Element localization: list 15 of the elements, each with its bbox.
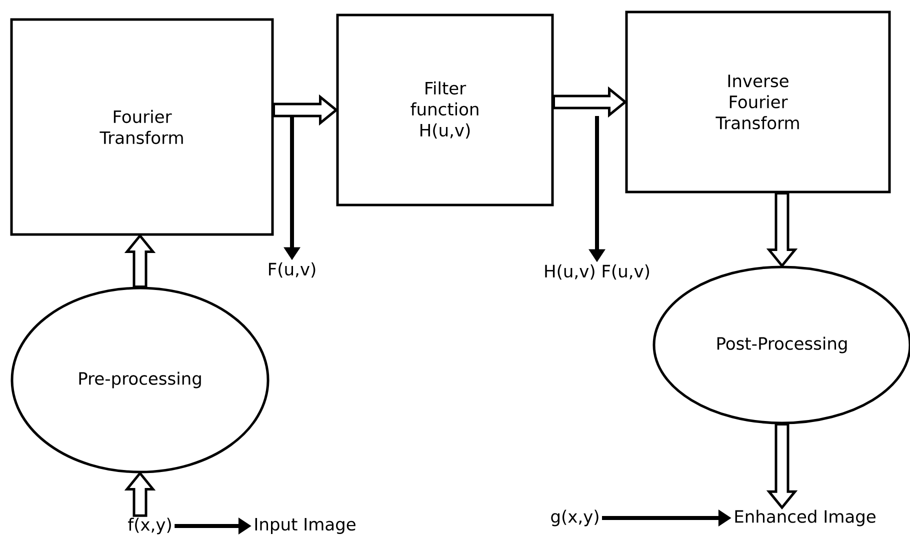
block-arrow	[124, 234, 156, 288]
process-box: Filter function H(u,v)	[336, 14, 554, 206]
text-label: Enhanced Image	[735, 510, 876, 526]
text-label: f(x,y)	[128, 518, 171, 534]
block-arrow	[766, 192, 798, 268]
block-arrow	[272, 94, 338, 126]
text-label: F(u,v)	[269, 262, 316, 278]
process-box: Fourier Transform	[10, 18, 274, 236]
block-arrow	[766, 423, 798, 510]
block-arrow	[124, 471, 156, 517]
text-label: H(u,v) F(u,v)	[545, 264, 650, 280]
block-arrow	[552, 86, 628, 118]
text-label: Input Image	[255, 518, 356, 534]
text-label: g(x,y)	[551, 510, 598, 526]
process-box: Inverse Fourier Transform	[625, 10, 891, 194]
